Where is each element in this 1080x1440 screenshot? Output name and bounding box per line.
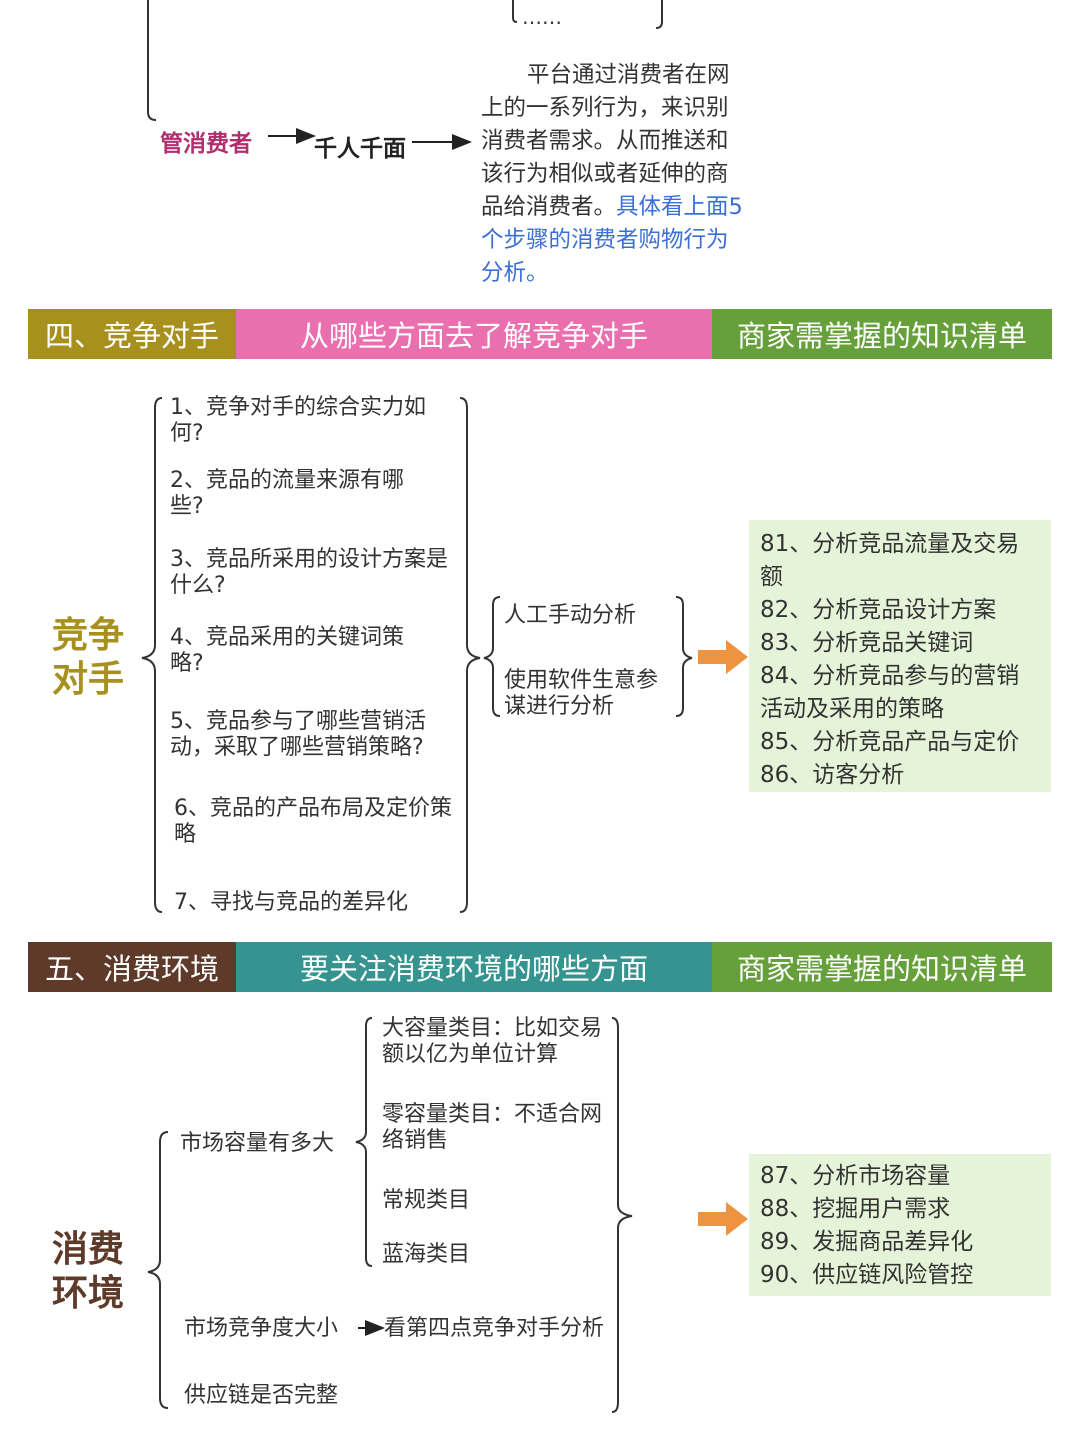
- checklist-item-82: 82、分析竞品设计方案: [760, 597, 997, 623]
- method-software: 使用软件生意参谋进行分析: [504, 668, 659, 719]
- supply-chain-label: 供应链是否完整: [184, 1383, 339, 1408]
- section5-banner-mid: 要关注消费环境的哪些方面: [236, 942, 712, 992]
- checklist-item-81: 81、分析竞品流量及交易额: [760, 531, 1020, 590]
- brace-methods-right: [675, 596, 693, 717]
- brace-questions-left: [141, 397, 163, 913]
- checklist-item-90: 90、供应链风险管控: [760, 1262, 974, 1288]
- checklist-item-84: 84、分析竞品参与的营销活动及采用的策略: [760, 663, 1020, 722]
- market-capacity-label: 市场容量有多大: [180, 1131, 335, 1156]
- section4-banner-right: 商家需掌握的知识清单: [712, 309, 1052, 359]
- checklist-item-89: 89、发掘商品差异化: [760, 1229, 974, 1255]
- checklist-item-85: 85、分析竞品产品与定价: [760, 729, 1020, 755]
- question-3: 3、竞品所采用的设计方案是什么?: [170, 547, 448, 598]
- brace-methods-left: [483, 596, 501, 717]
- section5-title: 消费 环境: [52, 1228, 124, 1316]
- checklist-item-87: 87、分析市场容量: [760, 1163, 951, 1189]
- checklist-item-88: 88、挖掘用户需求: [760, 1196, 951, 1222]
- section5-banner-left: 五、消费环境: [28, 942, 236, 992]
- question-7: 7、寻找与竞品的差异化: [174, 890, 408, 915]
- consumer-description: 平台通过消费者在网上的一系列行为，来识别消费者需求。从而推送和该行为相似或者延伸…: [481, 59, 743, 290]
- top-bracket: [512, 0, 663, 29]
- top-left-vertical-line: [147, 0, 157, 121]
- checklist-item-86: 86、访客分析: [760, 762, 905, 788]
- method-manual: 人工手动分析: [504, 603, 637, 628]
- section4-title-line1: 竞争: [52, 615, 125, 656]
- orange-arrow-section5: [698, 1202, 748, 1236]
- section5-banner-right: 商家需掌握的知识清单: [712, 942, 1052, 992]
- orange-arrow-section4: [698, 640, 748, 674]
- category-large: 大容量类目：比如交易额以亿为单位计算: [382, 1016, 603, 1067]
- ellipsis-text: ……: [522, 5, 562, 29]
- description-link: 具体看上面5个步骤的消费者购物行为分析。: [481, 194, 743, 286]
- section4-title: 竞争 对手: [52, 614, 124, 702]
- section4-banner-mid: 从哪些方面去了解竞争对手: [236, 309, 712, 359]
- category-blue-ocean: 蓝海类目: [382, 1242, 471, 1267]
- section4-title-line2: 对手: [52, 659, 125, 700]
- competition-label: 市场竞争度大小: [184, 1316, 339, 1341]
- question-4: 4、竞品采用的关键词策略?: [170, 625, 404, 676]
- checklist-item-83: 83、分析竞品关键词: [760, 630, 974, 656]
- brace-env-left: [147, 1131, 169, 1409]
- section4-banner-left: 四、竞争对手: [28, 309, 236, 359]
- manage-consumer-label: 管消费者: [160, 131, 252, 157]
- category-regular: 常规类目: [382, 1188, 471, 1213]
- question-5: 5、竞品参与了哪些营销活动，采取了哪些营销策略?: [170, 709, 426, 760]
- section5-checklist: 87、分析市场容量 88、挖掘用户需求 89、发掘商品差异化 90、供应链风险管…: [749, 1154, 1051, 1296]
- question-1: 1、竞争对手的综合实力如何?: [170, 395, 426, 446]
- brace-categories-right: [611, 1017, 633, 1413]
- section5-title-line1: 消费: [52, 1229, 125, 1270]
- section4-checklist: 81、分析竞品流量及交易额 82、分析竞品设计方案 83、分析竞品关键词 84、…: [749, 520, 1051, 792]
- competition-ref: 看第四点竞争对手分析: [384, 1316, 605, 1341]
- question-2: 2、竞品的流量来源有哪些?: [170, 468, 404, 519]
- category-zero: 零容量类目：不适合网络销售: [382, 1102, 603, 1153]
- description-plain: 平台通过消费者在网上的一系列行为，来识别消费者需求。从而推送和该行为相似或者延伸…: [481, 62, 730, 220]
- thousand-faces-label: 千人千面: [314, 136, 406, 162]
- brace-categories-left: [355, 1017, 373, 1267]
- brace-questions-right: [459, 397, 481, 913]
- section5-title-line2: 环境: [52, 1273, 125, 1314]
- question-6: 6、竞品的产品布局及定价策略: [174, 796, 452, 847]
